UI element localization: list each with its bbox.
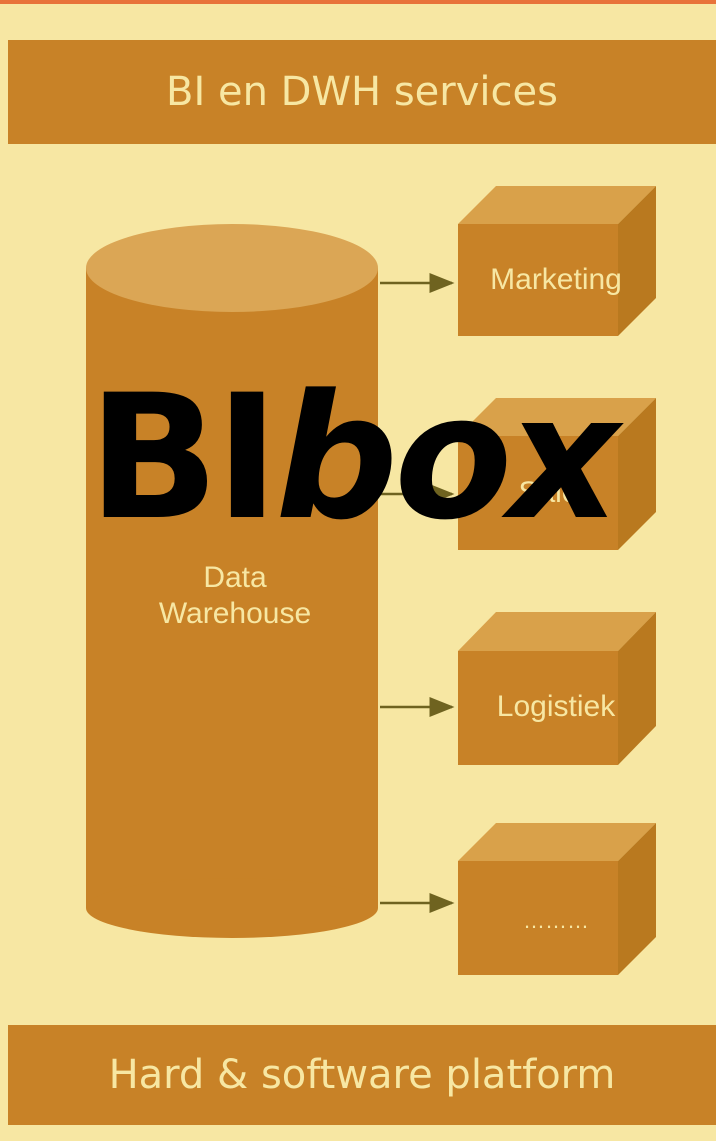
cylinder-bottom [86,878,378,938]
logo-text-italic: box [275,357,619,558]
platform-band: Hard & software platform [8,1025,716,1125]
cylinder-body [86,268,378,908]
box-label-other: ……… [523,908,589,933]
box-label-marketing: Marketing [490,263,622,296]
box-logistiek [458,612,656,765]
data-warehouse-label: Data Warehouse [158,561,312,630]
platform-title: Hard & software platform [108,1052,616,1098]
services-band: BI en DWH services [8,40,716,144]
box-other [458,823,656,975]
services-title: BI en DWH services [166,69,558,115]
cylinder-top [86,224,378,312]
top-accent-line [0,0,716,4]
box-marketing [458,186,656,336]
box-label-logistiek: Logistiek [496,690,616,723]
box-sales [458,398,656,550]
box-label-sales: Sales [518,476,594,509]
data-warehouse-cylinder [86,224,378,938]
logo-text-plain: BI [88,357,279,558]
biblox-logo: BIbox [88,358,648,558]
